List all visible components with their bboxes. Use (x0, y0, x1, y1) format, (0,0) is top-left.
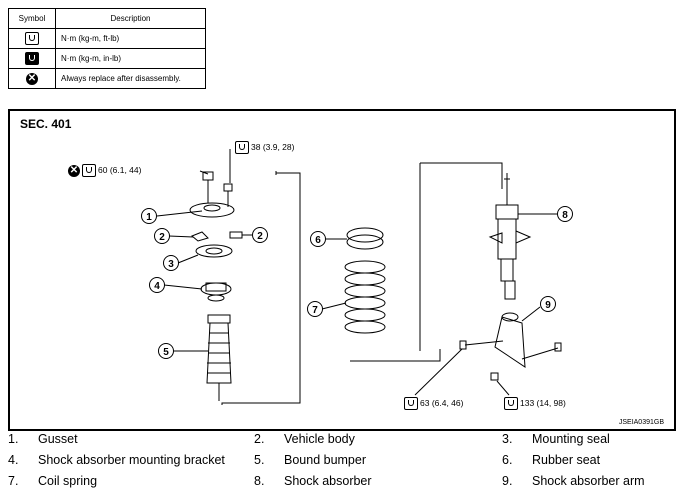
replace-x-icon: ✕ (68, 164, 80, 177)
frame-line-top (420, 162, 503, 189)
symbol-description: N·m (kg-m, ft-lb) (55, 28, 206, 49)
torque-wrench-icon (235, 141, 249, 154)
description-column-header: Description (55, 8, 206, 29)
frame-line-bottom (350, 349, 441, 362)
replace-x-icon: ✕ (26, 72, 38, 85)
shock-absorber-shape (488, 173, 532, 300)
legend-number: 1. (8, 432, 19, 446)
torque-wrench-icon (82, 164, 96, 177)
torque-wrench-icon (404, 397, 418, 410)
rubber-seat-shape (346, 227, 384, 243)
symbol-column-header: Symbol (8, 8, 56, 29)
legend-row: 4. Shock absorber mounting bracket 5. Boun… (8, 453, 678, 474)
legend-label: Rubber seat (532, 453, 601, 467)
legend-label: Shock absorber mounting bracket (38, 453, 225, 467)
callout-5-label: 5 (163, 347, 169, 358)
coil-spring-shape (344, 260, 386, 334)
callout-6-label: 6 (315, 235, 321, 246)
mounting-seal-shape (195, 244, 233, 258)
legend-number: 3. (502, 432, 513, 446)
legend-label: Vehicle body (284, 432, 355, 446)
torque-wrench-icon (504, 397, 518, 410)
stud-nut (223, 183, 233, 192)
torque-callout-arm-nut: 133 (14, 98) (504, 397, 566, 410)
callout-8-label: 8 (562, 210, 568, 221)
callout-4-label: 4 (154, 281, 160, 292)
callout-8: 8 (557, 206, 573, 222)
torque-callout-arm-bolt: 63 (6.4, 46) (404, 397, 463, 410)
torque-value: 63 (6.4, 46) (420, 397, 464, 408)
section-label: SEC. 401 (20, 117, 72, 131)
legend-number: 5. (254, 453, 265, 467)
frame-line-left (221, 172, 301, 405)
callout-6: 6 (310, 231, 326, 247)
callout-2-label: 2 (257, 231, 263, 242)
legend-label: Coil spring (38, 474, 98, 488)
shock-absorber-arm-shape (459, 312, 562, 381)
callout-1-label: 1 (146, 212, 152, 223)
legend-number: 6. (502, 453, 513, 467)
gusset-shape (189, 202, 235, 218)
legend-label: Gusset (38, 432, 78, 446)
torque-wrench-inlb-icon (25, 52, 39, 65)
legend-row: 7. Coil spring 8. Shock absorber 9. Shock a… (8, 474, 678, 495)
callout-2-right: 2 (252, 227, 268, 243)
legend-number: 9. (502, 474, 513, 488)
torque-value: 133 (14, 98) (520, 397, 566, 408)
vehicle-body-right (229, 231, 243, 239)
legend-number: 2. (254, 432, 265, 446)
callout-2-label: 2 (159, 232, 165, 243)
exploded-diagram: 1 2 2 3 4 5 6 7 8 9 (141, 149, 573, 405)
callout-7: 7 (307, 301, 323, 317)
symbol-row: ✕ Always replace after disassembly. (8, 68, 206, 89)
callout-3-label: 3 (168, 259, 174, 270)
legend-label: Mounting seal (532, 432, 610, 446)
legend-number: 8. (254, 474, 265, 488)
torque-callout-stud-nut: 38 (3.9, 28) (235, 141, 294, 154)
callout-4: 4 (149, 277, 165, 293)
torque-value: 60 (6.1, 44) (98, 164, 142, 175)
legend-label: Bound bumper (284, 453, 367, 467)
callout-3: 3 (163, 255, 179, 271)
legend-number: 7. (8, 474, 19, 488)
torque-callout-top-nut: ✕ 60 (6.1, 44) (68, 164, 141, 177)
symbol-description: N·m (kg-m, in-lb) (55, 48, 206, 69)
callout-2-left: 2 (154, 228, 170, 244)
parts-legend: 1.Gusset 2.Vehicle body 3.Mounting seal … (8, 432, 678, 495)
exploded-diagram-frame: SEC. 401 (8, 109, 676, 431)
legend-label: Shock absorber (284, 474, 372, 488)
callout-9: 9 (540, 296, 556, 312)
figure-code: JSEIA0391GB (618, 419, 664, 426)
torque-value: 38 (3.9, 28) (251, 141, 295, 152)
callout-7-label: 7 (312, 305, 318, 316)
callout-9-label: 9 (545, 300, 551, 311)
symbol-description: Always replace after disassembly. (55, 68, 206, 89)
vehicle-body-left (191, 231, 209, 242)
callout-5: 5 (158, 343, 174, 359)
legend-row: 1. Gusset 2. Vehicle body 3. Mounting seal (8, 432, 678, 453)
symbol-row: N·m (kg-m, ft-lb) (8, 28, 206, 49)
legend-label: Shock absorber arm (532, 474, 645, 488)
callout-1: 1 (141, 208, 157, 224)
legend-number: 4. (8, 453, 19, 467)
symbol-table-header: Symbol Description (8, 8, 206, 29)
torque-wrench-icon (25, 32, 39, 45)
symbol-table: Symbol Description N·m (kg-m, ft-lb) N·m… (8, 8, 206, 89)
symbol-row: N·m (kg-m, in-lb) (8, 48, 206, 69)
